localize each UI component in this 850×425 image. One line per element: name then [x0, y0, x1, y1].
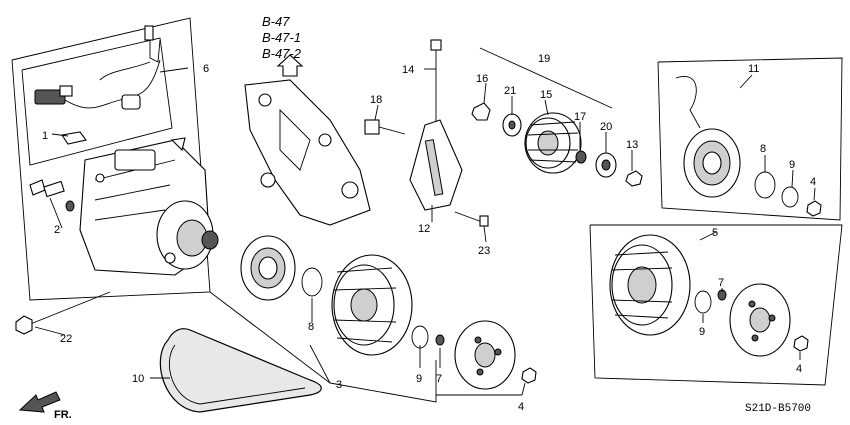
wiring-subgroup-frame [21, 37, 173, 166]
compressor-bracket [244, 79, 371, 226]
callout-4a: 4 [518, 401, 524, 413]
idler-bracket [364, 39, 489, 227]
reference-label-b47: B-47 [262, 14, 290, 29]
callout-6: 6 [203, 63, 209, 75]
callout-10: 10 [132, 373, 144, 385]
callout-8a: 8 [308, 321, 314, 333]
clutch-set-frame [589, 224, 843, 386]
callout-18: 18 [370, 94, 382, 106]
exploded-clutch [240, 235, 537, 390]
front-label: FR. [54, 409, 72, 421]
diagram-code: S21D-B5700 [745, 403, 811, 415]
callout-17: 17 [574, 111, 586, 123]
clutch-coil-kit-frame [657, 57, 843, 221]
callout-9a: 9 [416, 373, 422, 385]
reference-arrow [276, 54, 304, 77]
idler-set-leader [479, 47, 613, 109]
compressor-body [79, 137, 219, 276]
callout-22: 22 [60, 333, 72, 345]
relief-valve [29, 179, 75, 212]
callout-12: 12 [418, 223, 430, 235]
drive-belt [159, 328, 322, 413]
clutch-coil-kit [675, 76, 822, 217]
callout-4c: 4 [796, 363, 802, 375]
callout-21: 21 [504, 85, 516, 97]
callout-14: 14 [402, 64, 414, 76]
idler-pulley-set [471, 102, 643, 187]
callout-15: 15 [540, 89, 552, 101]
callout-20: 20 [600, 121, 612, 133]
callout-7a: 7 [436, 373, 442, 385]
front-direction-arrow [18, 391, 61, 413]
callout-9b: 9 [789, 159, 795, 171]
wiring-harness [34, 25, 161, 145]
drive-belt-inner-edge [168, 344, 306, 405]
callout-7b: 7 [718, 277, 724, 289]
callout-19: 19 [538, 53, 550, 65]
callout-11: 11 [748, 63, 759, 75]
clutch-set [609, 234, 809, 357]
callout-5: 5 [712, 227, 718, 239]
callout-13: 13 [626, 139, 638, 151]
mounting-bolt-long [15, 291, 111, 335]
leader-lines [34, 67, 816, 403]
reference-label-b47-1: B-47-1 [262, 30, 301, 45]
callout-1: 1 [42, 130, 48, 142]
callout-9c: 9 [699, 326, 705, 338]
callout-3: 3 [336, 379, 342, 391]
callout-2: 2 [54, 224, 60, 236]
callout-8b: 8 [760, 143, 766, 155]
callout-23: 23 [478, 245, 490, 257]
callout-16: 16 [476, 73, 488, 85]
callout-4b: 4 [810, 176, 816, 188]
reference-label-b47-2: B-47-2 [262, 46, 302, 61]
